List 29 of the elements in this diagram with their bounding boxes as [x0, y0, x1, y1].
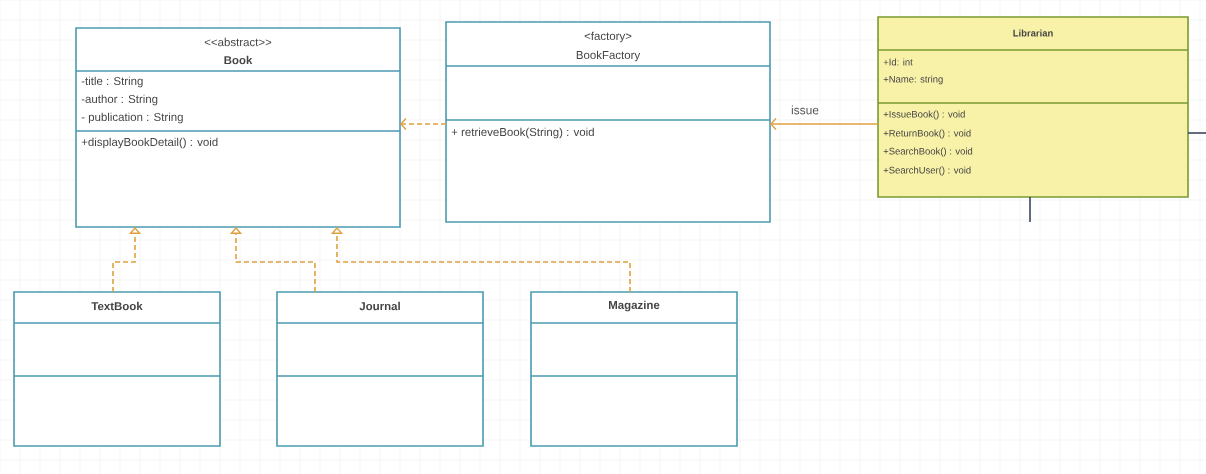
member-text: +Id: int [883, 58, 913, 66]
arrow [770, 117, 879, 131]
arrow [330, 227, 631, 293]
class-name: Book [224, 55, 253, 65]
arrow [400, 117, 447, 131]
class-header: <factory> [584, 31, 632, 43]
class-box [530, 291, 738, 447]
member-text: +ReturnBook() : void [883, 129, 971, 139]
member-text: + retrieveBook(String) : void [451, 127, 594, 139]
class-name: Journal [359, 301, 400, 311]
member-text: +IssueBook() : void [883, 110, 965, 120]
class-name: TextBook [91, 301, 143, 311]
class-box [13, 291, 221, 447]
arrow [229, 227, 316, 293]
member-text: - publication : String [81, 112, 183, 124]
class-header: <<abstract>> [204, 37, 272, 47]
class-box [75, 27, 401, 228]
member-text: +SearchBook() : void [883, 147, 973, 157]
class-box [877, 16, 1189, 198]
class-box [276, 291, 484, 447]
member-text: +SearchUser() : void [883, 166, 971, 176]
member-text: +Name: string [883, 75, 943, 85]
member-text: +displayBookDetail() : void [81, 137, 218, 149]
class-name: Librarian [1013, 29, 1053, 37]
member-text: -title : String [81, 76, 143, 88]
member-text: -author : String [81, 94, 158, 106]
class-header: BookFactory [576, 50, 641, 62]
class-box [445, 21, 771, 223]
class-name: Magazine [609, 300, 660, 312]
